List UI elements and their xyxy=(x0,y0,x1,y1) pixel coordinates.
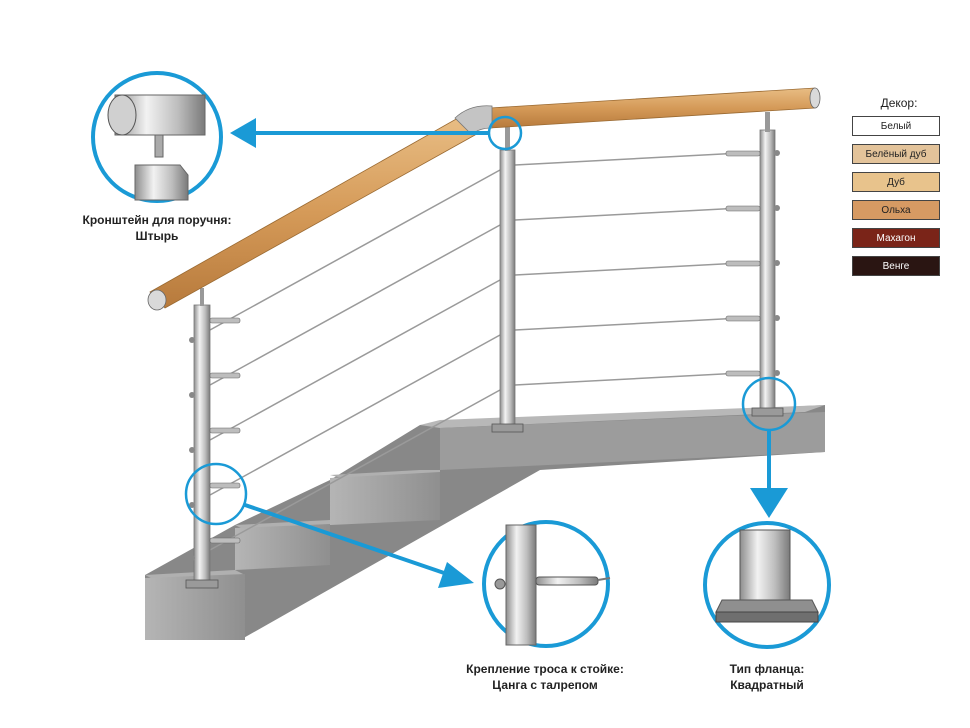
callout-arrows xyxy=(230,118,788,588)
post-left xyxy=(185,288,219,589)
stair-step-1-front xyxy=(145,574,245,640)
decor-swatch: Белёный дуб xyxy=(852,144,940,164)
caption-bracket-line1: Кронштейн для поручня: xyxy=(82,213,232,227)
decor-swatch: Ольха xyxy=(852,200,940,220)
decor-swatch: Белый xyxy=(852,116,940,136)
post-right xyxy=(751,112,784,417)
caption-bracket-line2: Штырь xyxy=(135,229,179,243)
caption-cable-mount-line1: Крепление троса к стойке: xyxy=(466,662,624,676)
bolts-right xyxy=(774,150,780,376)
caption-cable-mount: Крепление троса к стойке: Цанга с талреп… xyxy=(445,661,645,693)
bolts-left xyxy=(189,337,195,561)
caption-bracket: Кронштейн для поручня: Штырь xyxy=(72,212,242,244)
decor-swatch: Дуб xyxy=(852,172,940,192)
tensioners-right xyxy=(725,150,761,377)
caption-flange-line2: Квадратный xyxy=(730,678,804,692)
staircase xyxy=(145,405,825,640)
caption-cable-mount-line2: Цанга с талрепом xyxy=(492,678,598,692)
caption-flange-line1: Тип фланца: xyxy=(729,662,805,676)
handrail xyxy=(147,87,821,311)
caption-flange: Тип фланца: Квадратный xyxy=(712,661,822,693)
legend-title: Декор: xyxy=(880,96,918,110)
decor-swatch: Венге xyxy=(852,256,940,276)
stair-stringer xyxy=(145,405,825,640)
stair-step-3-front xyxy=(330,472,440,525)
cables-diagonal xyxy=(209,169,501,551)
post-middle xyxy=(491,125,524,433)
detail-cable-mount xyxy=(482,520,611,648)
stair-landing-front xyxy=(440,412,825,470)
stair-landing-top xyxy=(420,405,825,428)
tensioners-left xyxy=(209,317,241,544)
stair-step-2-front xyxy=(235,524,330,570)
detail-bracket xyxy=(91,71,223,203)
decor-swatch: Махагон xyxy=(852,228,940,248)
detail-flange xyxy=(703,521,831,649)
cables-horizontal xyxy=(514,151,761,386)
